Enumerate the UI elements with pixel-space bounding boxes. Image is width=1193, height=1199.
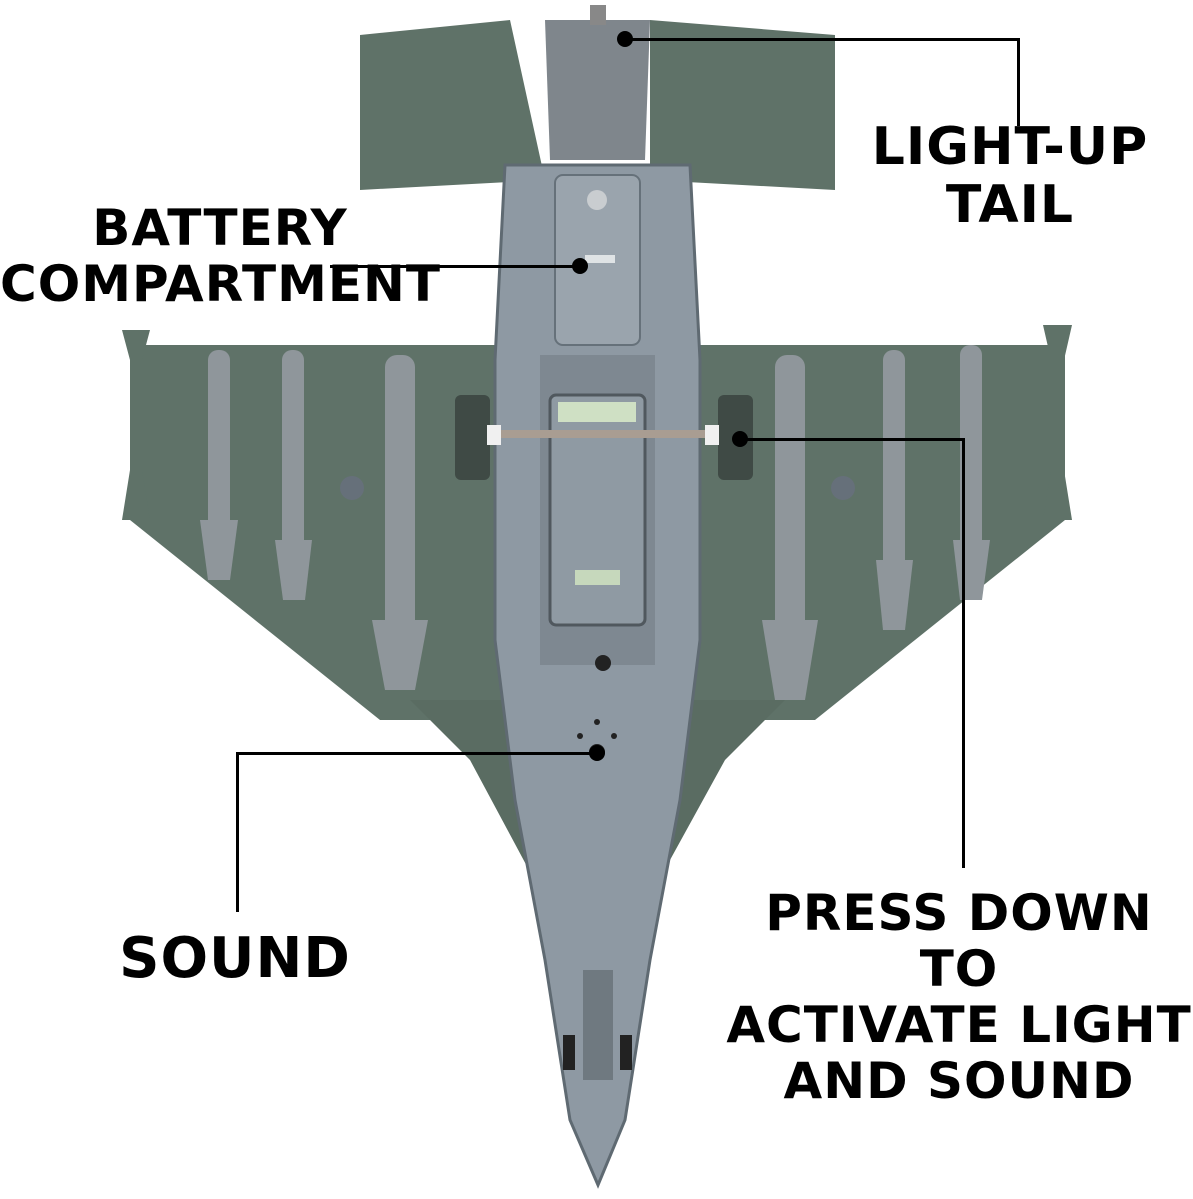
tail-callout-line-v: [1017, 38, 1020, 126]
tail-callout-dot: [617, 31, 633, 47]
left-wing: [130, 345, 545, 720]
left-tail-fin: [360, 20, 545, 190]
press-button: [548, 393, 647, 627]
press-callout-line-v: [962, 438, 965, 868]
press-callout-line-h: [740, 438, 965, 441]
press-down-label: PRESS DOWN TO ACTIVATE LIGHT AND SOUND: [726, 884, 1192, 1110]
battery-compartment-label: BATTERY COMPARTMENT: [0, 199, 441, 313]
right-wing: [648, 345, 1065, 720]
sound-callout-line-v: [236, 752, 239, 912]
left-missiles: [122, 330, 428, 690]
tail-light: [545, 20, 650, 160]
sound-callout-line-h: [236, 752, 596, 755]
right-missiles: [762, 325, 1072, 700]
battery-callout-line: [330, 265, 580, 268]
sound-label: SOUND: [119, 926, 351, 991]
tail-callout-line-h: [625, 38, 1020, 41]
sound-callout-dot: [589, 745, 605, 761]
battery-callout-dot: [572, 258, 588, 274]
light-up-tail-label: LIGHT-UP TAIL: [871, 117, 1149, 236]
right-tail-fin: [650, 20, 835, 190]
press-callout-dot: [732, 431, 748, 447]
